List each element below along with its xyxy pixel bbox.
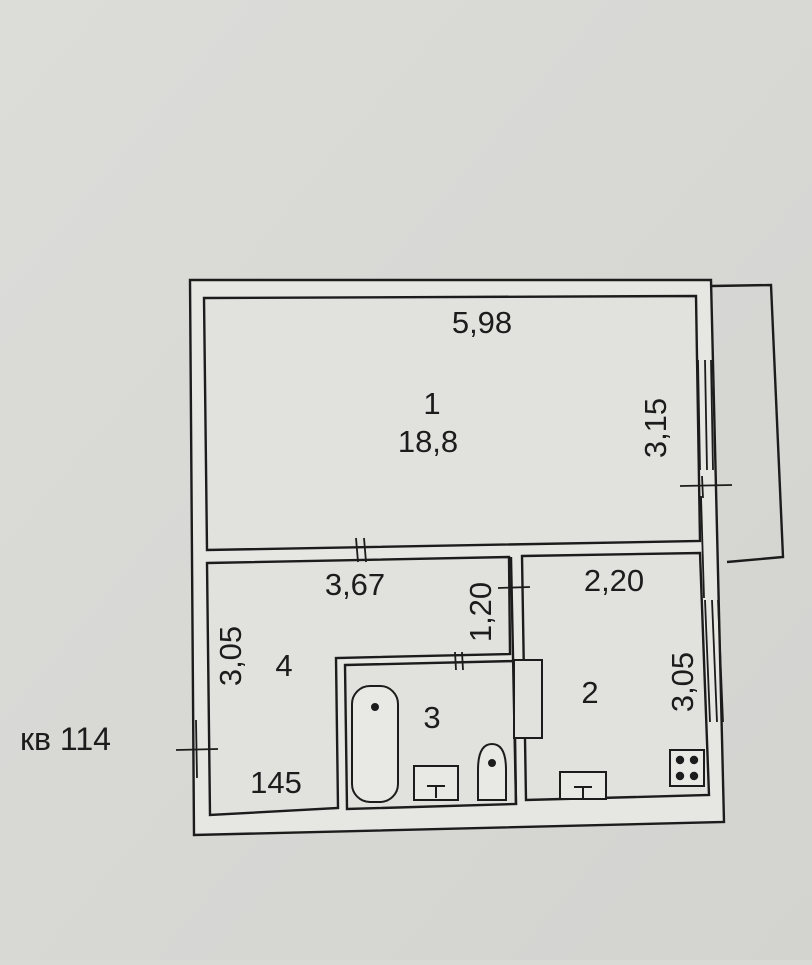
bathroom-cabinet — [513, 659, 543, 739]
apartment-label: кв 114 — [20, 721, 111, 757]
entrance-door — [195, 719, 198, 779]
room-4-width: 3,67 — [325, 567, 385, 602]
bathtub-icon — [351, 685, 399, 803]
bathroom-fixtures — [351, 659, 543, 803]
room-4-number: 4 — [275, 648, 292, 683]
room-2-length: 3,05 — [665, 652, 700, 712]
toilet-icon — [477, 742, 507, 801]
sink-icon — [413, 765, 459, 801]
door-marks — [175, 475, 733, 779]
stove-icon — [669, 749, 705, 787]
window-room-2 — [704, 599, 724, 723]
balcony-outline — [711, 283, 785, 564]
room-1-door-tick — [355, 537, 359, 563]
room-3-door-tick — [454, 651, 457, 671]
room-3-dimension: 1,20 — [463, 582, 498, 642]
room-1-outline — [202, 294, 702, 552]
windows — [697, 359, 724, 723]
balcony-door-tick — [679, 484, 733, 487]
room-1-length: 3,15 — [638, 398, 673, 458]
room-2-number: 2 — [581, 675, 598, 710]
room-1-area: 18,8 — [398, 424, 458, 459]
walls — [188, 278, 785, 837]
kitchen-sink-icon — [559, 771, 607, 800]
room-2-door-tick — [497, 586, 531, 589]
window-room-1 — [697, 359, 714, 471]
room-4-dimension: 145 — [250, 765, 302, 800]
room-1-width: 5,98 — [452, 305, 512, 340]
room-3-number: 3 — [423, 700, 440, 735]
room-4-length: 3,05 — [213, 626, 248, 686]
balcony-door — [700, 495, 705, 599]
kitchen-fixtures — [559, 749, 705, 800]
plan-labels: кв 114 5,98 1 18,8 3,15 3,67 3,05 4 145 … — [20, 305, 700, 800]
room-4-outline — [205, 555, 512, 817]
room-2-width: 2,20 — [584, 563, 644, 598]
room-1-number: 1 — [423, 386, 440, 421]
